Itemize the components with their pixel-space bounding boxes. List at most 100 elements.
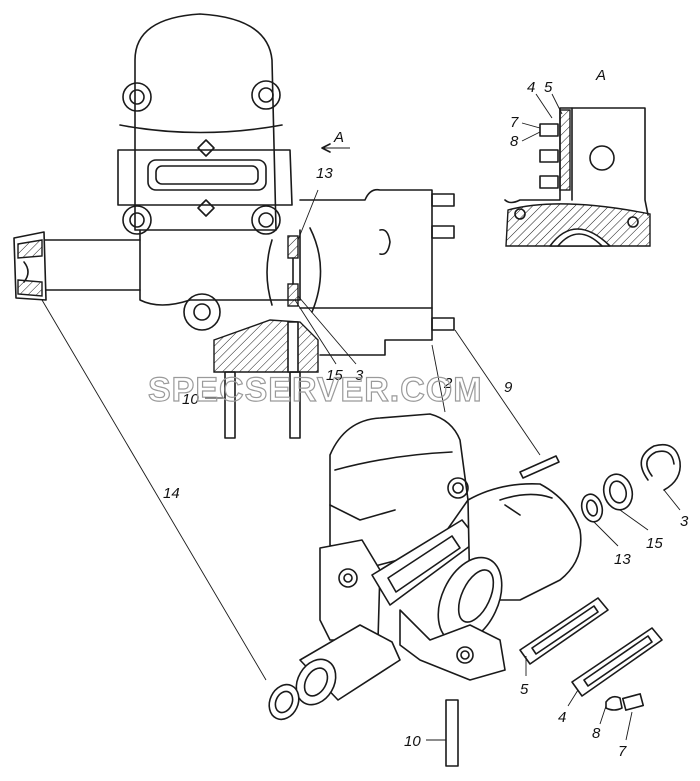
snap-ring-3-inner [646,450,675,477]
pipe-mouth-inner [303,667,329,697]
leader-13-bottom [593,521,619,547]
bolt-7 [621,693,645,711]
hex-nut [197,139,215,157]
stud-9 [519,455,560,479]
bottom-hole [456,646,474,664]
leader-15-bottom [619,509,649,531]
housing-body [139,229,301,306]
cover-lower-edge [119,124,283,134]
callout-9: 9 [504,379,513,396]
gasket-5 [519,597,609,665]
leader [535,93,553,119]
gasket-5-window [531,605,599,655]
flange-window [147,159,267,191]
upper-cover-outline [134,13,277,231]
cover-hole [452,482,464,494]
exploded-housing-side [319,539,381,641]
stud-10 [224,371,236,439]
section-marker-label: A [333,129,344,146]
callout-7-detail: 7 [510,114,519,131]
bolt-head [258,212,274,228]
leader-4-bottom [567,689,579,707]
stud-10 [289,371,301,439]
callout-13-bottom: 13 [614,551,631,568]
callout-15-top: 15 [326,367,343,384]
cover-edge [329,504,396,521]
bolt-head [129,89,145,105]
detail-arch-inner [557,233,603,247]
cover-boss [447,477,469,499]
callout-15-bottom: 15 [646,535,663,552]
cover-flange [117,149,293,206]
callout-5-bottom: 5 [520,681,529,698]
gasket-4-window [583,635,653,687]
detail-housing [504,107,649,216]
section-arrow-head [321,143,331,153]
bolt-boss [122,205,152,235]
detail-bolt [539,149,559,163]
housing-bottom [399,609,506,681]
detail-bore [589,145,615,171]
callout-10-top: 10 [182,391,199,408]
lock-washer-8 [605,695,623,711]
callout-5-detail: 5 [544,79,553,96]
stud-channel [287,321,299,373]
callout-14: 14 [163,485,180,502]
o-ring-13 [580,493,604,523]
lower-section-hatched [213,319,319,373]
bolt-head [193,303,211,321]
detail-gasket-section [559,109,571,191]
detail-bolt [539,123,559,137]
valve-face [309,227,322,313]
detail-arch [549,228,611,247]
callout-4-detail: 4 [527,79,535,96]
flange-window-inner [155,165,259,185]
callout-3-top: 3 [355,367,364,384]
leader-14 [41,299,267,681]
leader [521,131,541,142]
callout-8-bottom: 8 [592,725,601,742]
callout-3-bottom: 3 [680,513,689,530]
leader [551,93,563,115]
bolt-head [129,212,145,228]
callout-2: 2 [443,375,453,392]
leader-3-bottom [663,489,681,511]
leader-13-top [297,189,319,241]
snap-ring-3 [640,443,681,491]
seal-ring-section [287,235,299,259]
housing-bore-inner [457,569,495,623]
stud [431,193,455,207]
callout-7-bottom: 7 [618,743,627,760]
callout-labels: 13 15 3 2 9 10 14 3 15 13 5 4 8 7 10 [163,165,689,760]
leader-lines [41,189,681,741]
detail-title: A [595,67,606,84]
stud [431,317,455,331]
leader-3-top [297,295,357,365]
callout-10-bottom: 10 [404,733,421,750]
leader-8-bottom [599,705,607,725]
assembled-view: A [13,13,455,439]
bottom-hole-inner [460,650,470,660]
detail-bolt [539,175,559,189]
cover-ridge [334,451,453,471]
leader-2 [431,344,446,413]
housing-mark [504,504,521,516]
leader-15-top [294,299,337,365]
bolt-boss [183,293,221,331]
nozzle-bore [23,261,29,283]
right-housing [299,188,433,356]
callout-8-detail: 8 [510,133,519,150]
fitting-port-inner [343,573,353,583]
leader-9 [454,329,541,456]
seal-ring-14-inner [274,690,294,714]
fitting-port [338,568,358,588]
washer-15 [602,473,634,511]
leader-7-bottom [625,711,633,741]
stud [431,225,455,239]
detail-hole [514,208,526,220]
detail-base-section [505,203,651,247]
washer-15-inner [608,480,628,504]
o-ring-13-inner [585,499,599,517]
